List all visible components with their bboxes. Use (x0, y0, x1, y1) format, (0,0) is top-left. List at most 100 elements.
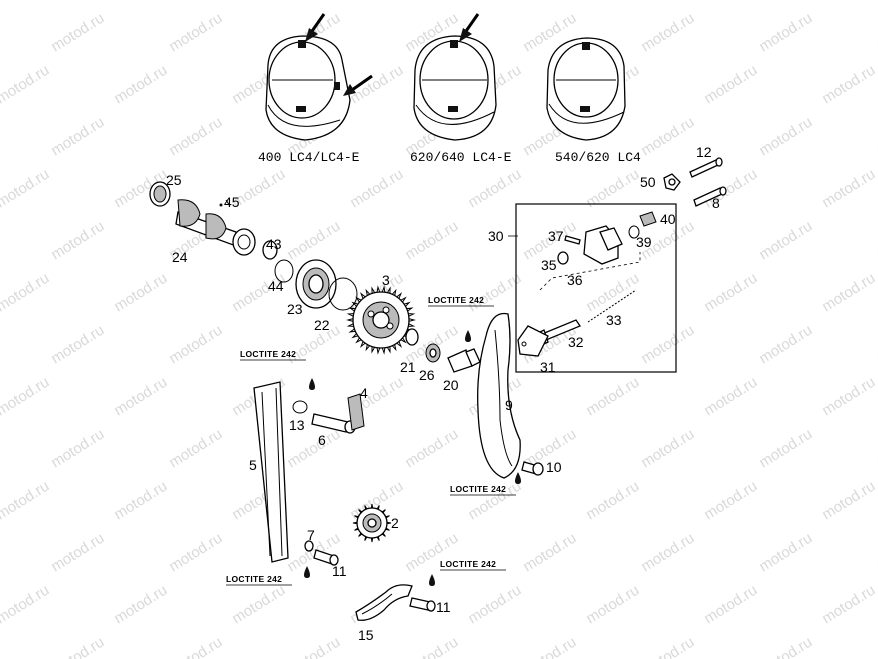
slider-bolt (409, 597, 436, 612)
watermark-text: motod.ru (520, 530, 579, 576)
cylinder-400 (265, 35, 351, 141)
watermark-text: motod.ru (347, 0, 406, 3)
watermark-text: motod.ru (638, 114, 697, 160)
watermark-text: motod.ru (402, 218, 461, 264)
washer (405, 328, 419, 346)
caption-400: 400 LC4/LC4-E (258, 150, 360, 165)
watermark-text: motod.ru (402, 426, 461, 472)
loctite-label: LOCTITE 242 (240, 349, 296, 359)
part-number: 44 (268, 278, 284, 294)
watermark-text: motod.ru (701, 62, 760, 108)
watermark-text: motod.ru (583, 582, 642, 628)
watermark-text: motod.ru (48, 10, 107, 56)
loctite-drop-icon (309, 378, 315, 390)
watermark-text: motod.ru (583, 0, 642, 3)
part-number: 31 (540, 359, 556, 375)
watermark-text: motod.ru (284, 634, 343, 659)
lock-washer (425, 343, 441, 363)
part-number: 15 (358, 627, 374, 643)
watermark-text: motod.ru (111, 270, 170, 316)
watermark-text: motod.ru (520, 634, 579, 659)
part-number: 35 (541, 257, 557, 273)
watermark-text: motod.ru (111, 478, 170, 524)
part-number: 13 (289, 417, 305, 433)
part-number: 50 (640, 174, 656, 190)
part-number: 40 (660, 211, 676, 227)
chain-guide-rail (253, 381, 289, 563)
tensioner-plunger-pin (564, 235, 581, 245)
watermark-text: motod.ru (874, 218, 878, 264)
watermark-text: motod.ru (583, 478, 642, 524)
part-number: 43 (266, 236, 282, 252)
part-number: 24 (172, 249, 188, 265)
watermark-text: motod.ru (48, 114, 107, 160)
cylinder-620 (413, 35, 497, 141)
part-number: 21 (400, 359, 416, 375)
tensioner-small-nut (557, 251, 569, 265)
watermark-text: motod.ru (638, 634, 697, 659)
tensioner-rail (477, 312, 521, 479)
watermark-text: motod.ru (166, 10, 225, 56)
watermark-text: motod.ru (111, 582, 170, 628)
watermark-text: motod.ru (819, 270, 878, 316)
watermark-text: motod.ru (756, 218, 815, 264)
part-number: 11 (332, 563, 347, 579)
watermark-text: motod.ru (874, 530, 878, 576)
watermark-text: motod.ru (819, 0, 878, 3)
watermark-text: motod.ru (48, 218, 107, 264)
watermark-text: motod.ru (756, 114, 815, 160)
watermark-text: motod.ru (638, 322, 697, 368)
o-ring (274, 259, 294, 283)
watermark-text: motod.ru (111, 0, 170, 3)
watermark-text: motod.ru (229, 582, 288, 628)
part-number: 2 (391, 515, 399, 531)
watermark-text: motod.ru (874, 10, 878, 56)
part-number: 30 (488, 228, 504, 244)
crankshaft-sprocket (352, 503, 392, 543)
watermark-text: motod.ru (756, 10, 815, 56)
watermark-text: motod.ru (819, 478, 878, 524)
caption-620: 620/640 LC4-E (410, 150, 512, 165)
watermark-text: motod.ru (166, 634, 225, 659)
watermark-text: motod.ru (48, 530, 107, 576)
chain-link (347, 393, 365, 431)
watermark-text: motod.ru (701, 374, 760, 420)
part-number: 37 (548, 228, 564, 244)
camshaft-sleeve (262, 240, 278, 260)
loctite-label: LOCTITE 242 (428, 295, 484, 305)
watermark-text: motod.ru (166, 530, 225, 576)
watermark-text: motod.ru (583, 374, 642, 420)
watermark-text: motod.ru (111, 374, 170, 420)
watermark-text: motod.ru (756, 426, 815, 472)
part-number: 20 (443, 377, 459, 393)
watermark-text: motod.ru (756, 530, 815, 576)
guide-o-ring (292, 400, 308, 414)
watermark-text: motod.ru (0, 0, 52, 3)
part-number: 9 (505, 397, 513, 413)
watermark-text: motod.ru (874, 634, 878, 659)
tensioner-spring (587, 289, 637, 323)
loctite-drop-icon (429, 574, 435, 586)
loctite-drop-icon (304, 566, 310, 578)
arrow-icon (459, 13, 480, 42)
watermark-text: motod.ru (284, 218, 343, 264)
watermark-text: motod.ru (347, 62, 406, 108)
watermark-text: motod.ru (0, 166, 52, 212)
watermark-text: motod.ru (465, 0, 524, 3)
camshaft-sprocket (346, 285, 416, 355)
tensioner-clamp (663, 173, 681, 191)
tensioner-group-box (515, 203, 677, 373)
watermark-text: motod.ru (0, 582, 52, 628)
arrow-icon (343, 74, 373, 96)
watermark-text: motod.ru (819, 166, 878, 212)
tensioner-housing (583, 225, 623, 265)
loctite-label: LOCTITE 242 (226, 574, 282, 584)
watermark-text: motod.ru (874, 426, 878, 472)
watermark-text: motod.ru (583, 270, 642, 316)
part-number: 25 (166, 172, 182, 188)
tensioner-nut (639, 211, 657, 227)
watermark-text: motod.ru (166, 322, 225, 368)
watermark-text: motod.ru (229, 0, 288, 3)
